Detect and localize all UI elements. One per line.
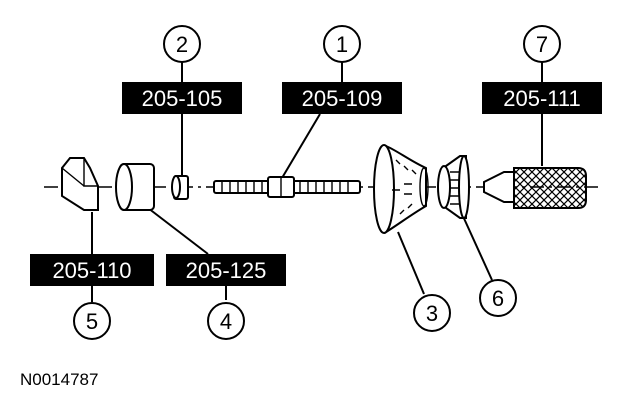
callout-1: 1: [323, 25, 361, 63]
callout-number-1: 1: [336, 32, 348, 57]
tool-tag-205-111: 205-111: [482, 82, 602, 114]
callout-number-6: 6: [492, 286, 504, 311]
callout-number-7: 7: [536, 32, 548, 57]
callout-circle: [413, 294, 451, 332]
figure-id: N0014787: [20, 370, 98, 389]
callout-4: 4: [207, 302, 245, 340]
callout-circle: [523, 25, 561, 63]
tool-tag-205-105: 205-105: [122, 82, 242, 114]
tool-tag-205-109: 205-109: [282, 82, 402, 114]
callout-number-4: 4: [220, 309, 232, 334]
callout-2: 2: [163, 25, 201, 63]
part-7-knurled-handle: [483, 167, 587, 209]
tool-number: 205-109: [302, 86, 383, 111]
tool-number: 205-105: [142, 86, 223, 111]
callout-number-2: 2: [176, 32, 188, 57]
part-5-adapter: [61, 157, 99, 211]
callout-number-3: 3: [426, 301, 438, 326]
callout-circle: [73, 302, 111, 340]
part-6-bearing-cone: [437, 155, 470, 219]
tool-number: 205-110: [52, 258, 131, 283]
callout-circle: [207, 302, 245, 340]
part-2-ring: [171, 175, 189, 200]
tool-number: 205-111: [503, 86, 580, 111]
callout-circle: [323, 25, 361, 63]
part-4-spacer: [115, 163, 155, 211]
tool-tag-205-110: 205-110: [30, 254, 154, 286]
leader-lines: [91, 62, 543, 302]
callout-circle: [163, 25, 201, 63]
callout-5: 5: [73, 302, 111, 340]
tool-number: 205-125: [186, 258, 267, 283]
part-3-bearing-cup: [373, 144, 429, 234]
callout-circle: [479, 279, 517, 317]
callout-3: 3: [413, 294, 451, 332]
callout-7: 7: [523, 25, 561, 63]
callout-number-5: 5: [86, 309, 98, 334]
callout-6: 6: [479, 279, 517, 317]
part-1-threaded-rod: [213, 176, 361, 198]
tool-tag-205-125: 205-125: [166, 254, 286, 286]
